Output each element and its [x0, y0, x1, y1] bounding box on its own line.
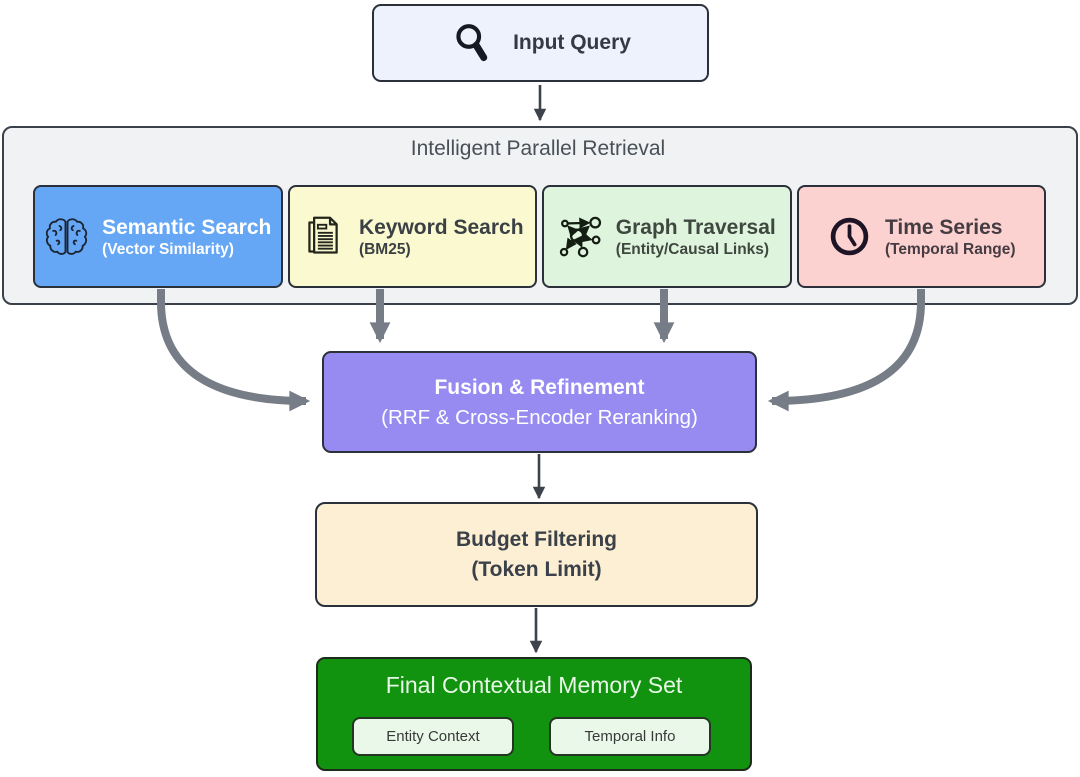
documents-icon	[301, 214, 346, 259]
node-graph-traversal: Graph Traversal (Entity/Causal Links)	[542, 185, 792, 288]
node-title: Semantic Search	[102, 215, 272, 239]
clock-icon	[827, 214, 872, 259]
node-subtitle: (Entity/Causal Links)	[615, 240, 770, 258]
node-budget-filtering: Budget Filtering (Token Limit)	[315, 502, 758, 607]
parallel-retrieval-title: Intelligent Parallel Retrieval	[410, 137, 666, 160]
arrow-semantic-to-fusion	[157, 289, 311, 412]
node-title: Time Series	[884, 215, 1003, 239]
node-subtitle: (Vector Similarity)	[102, 240, 234, 258]
retrieval-method-row: Semantic Search (Vector Similarity)	[33, 185, 1046, 288]
graph-icon	[558, 214, 603, 259]
node-time-series: Time Series (Temporal Range)	[796, 185, 1046, 288]
magnifier-icon	[450, 21, 495, 66]
arrow-timeseries-to-fusion	[767, 289, 925, 412]
brain-icon	[44, 214, 89, 259]
fusion-title: Fusion & Refinement	[434, 375, 645, 399]
chip-temporal-info: Temporal Info	[549, 717, 711, 756]
input-query-label: Input Query	[513, 31, 631, 54]
chip-entity-context: Entity Context	[352, 717, 514, 756]
fusion-subtitle: (RRF & Cross-Encoder Reranking)	[381, 405, 698, 429]
node-input-query: Input Query	[372, 4, 709, 82]
chip-label: Entity Context	[386, 728, 480, 745]
node-subtitle: (Temporal Range)	[884, 240, 1016, 258]
node-title: Graph Traversal	[615, 215, 776, 239]
final-title: Final Contextual Memory Set	[385, 672, 683, 698]
chip-label: Temporal Info	[584, 728, 676, 745]
node-subtitle: (BM25)	[358, 240, 411, 258]
budget-subtitle: (Token Limit)	[471, 557, 602, 581]
node-semantic-search: Semantic Search (Vector Similarity)	[33, 185, 283, 288]
node-keyword-search: Keyword Search (BM25)	[287, 185, 537, 288]
node-fusion-refinement: Fusion & Refinement (RRF & Cross-Encoder…	[322, 351, 757, 453]
node-final-memory-set: Final Contextual Memory Set Entity Conte…	[316, 657, 752, 771]
node-title: Keyword Search	[358, 215, 524, 239]
budget-title: Budget Filtering	[456, 527, 617, 551]
